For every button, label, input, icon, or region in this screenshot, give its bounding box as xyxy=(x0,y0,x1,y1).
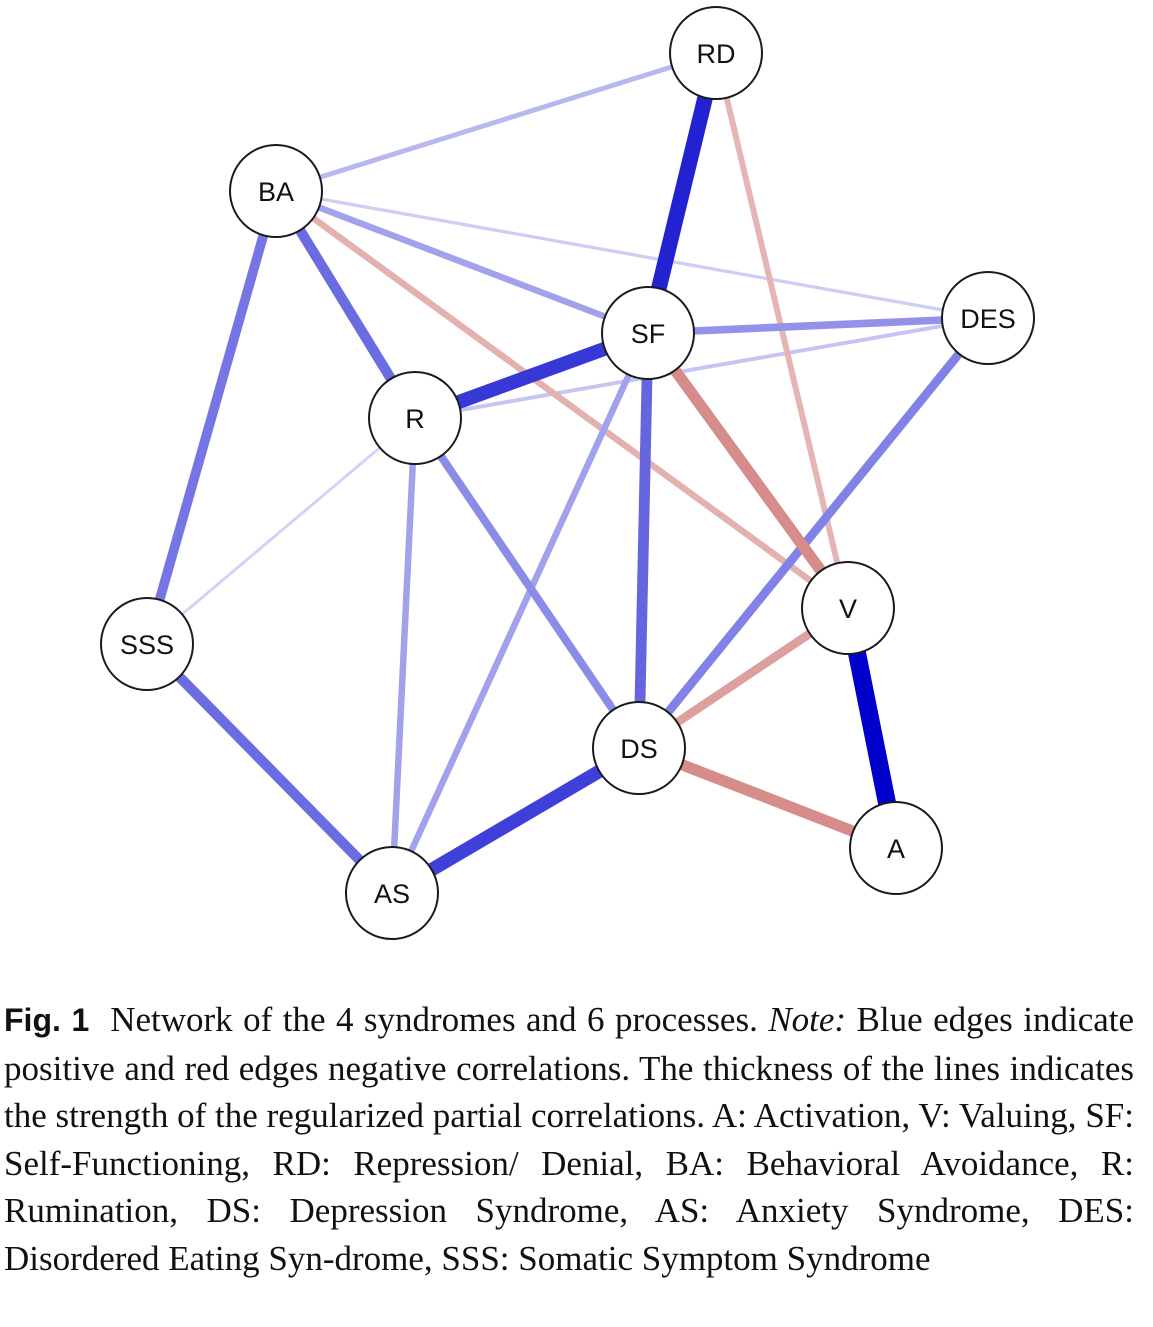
edge-des-ds xyxy=(635,315,992,751)
figure-caption: Fig. 1 Network of the 4 syndromes and 6 … xyxy=(4,996,1134,1282)
node-sf: SF xyxy=(601,286,695,380)
node-r: R xyxy=(368,371,462,465)
node-circle xyxy=(801,561,895,655)
edge-sf-v xyxy=(643,329,853,612)
edge-sf-des xyxy=(647,314,989,337)
node-label: A xyxy=(887,834,905,864)
node-circle xyxy=(229,144,323,238)
node-a: A xyxy=(849,801,943,895)
node-label: BA xyxy=(258,177,294,207)
figure-label: Fig. 1 xyxy=(4,1002,90,1038)
edge-r-sss xyxy=(146,416,416,646)
edge-ds-as xyxy=(388,742,643,899)
edge-ba-rd xyxy=(275,50,717,194)
node-circle xyxy=(345,846,439,940)
edge-ba-sf xyxy=(274,187,650,337)
node-label: V xyxy=(839,594,857,624)
node-label: SSS xyxy=(120,630,174,660)
node-sss: SSS xyxy=(100,597,194,691)
edge-sf-ds xyxy=(633,332,654,749)
edge-ba-sss xyxy=(142,189,281,646)
node-circle xyxy=(368,371,462,465)
edge-sss-as xyxy=(143,640,396,897)
node-label: DES xyxy=(960,304,1016,334)
caption-note: Blue edges indicate positive and red edg… xyxy=(4,1000,1135,1278)
node-label: AS xyxy=(374,879,410,909)
node-ds: DS xyxy=(592,701,686,795)
network-diagram: RD BA SF DES R V SSS DS A AS xyxy=(100,6,1035,940)
node-circle xyxy=(669,6,763,100)
node-as: AS xyxy=(345,846,439,940)
caption-main: Network of the 4 syndromes and 6 process… xyxy=(110,1000,758,1039)
node-label: R xyxy=(405,404,425,434)
edge-rd-sf xyxy=(640,51,724,335)
node-ba: BA xyxy=(229,144,323,238)
node-label: RD xyxy=(697,39,736,69)
node-label: DS xyxy=(620,734,658,764)
edge-ba-des xyxy=(275,189,989,320)
edge-r-ds xyxy=(411,415,643,751)
node-circle xyxy=(592,701,686,795)
note-label: Note: xyxy=(768,1000,847,1039)
edge-sf-as xyxy=(389,331,651,895)
node-des: DES xyxy=(941,271,1035,365)
edge-r-des xyxy=(414,316,989,420)
node-circle xyxy=(100,597,194,691)
nodes-layer: RD BA SF DES R V SSS DS A AS xyxy=(100,6,1035,940)
node-v: V xyxy=(801,561,895,655)
node-circle xyxy=(849,801,943,895)
node-label: SF xyxy=(631,319,666,349)
edge-r-as xyxy=(388,417,419,894)
edge-ba-v xyxy=(274,188,850,611)
node-circle xyxy=(941,271,1035,365)
node-rd: RD xyxy=(669,6,763,100)
node-circle xyxy=(601,286,695,380)
